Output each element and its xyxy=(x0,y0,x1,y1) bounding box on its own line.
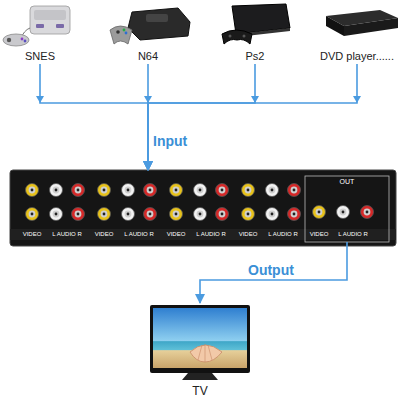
edge-label: Output xyxy=(248,263,294,278)
jack-label: VIDEO xyxy=(20,231,44,238)
tv-illustration xyxy=(150,305,250,380)
switch-box: VIDEO L AUDIO R VIDEO L AUDIO R VIDEO L AUDIO… xyxy=(10,170,396,246)
device-node: DVD player...... xyxy=(314,0,400,64)
jack-label: VIDEO xyxy=(164,231,188,238)
tv-node: TV xyxy=(148,303,252,400)
jack-label: L AUDIO R xyxy=(50,231,84,238)
jack-label: OUT xyxy=(305,178,389,186)
jack-label: L AUDIO R xyxy=(335,231,371,238)
tv-label: TV xyxy=(148,385,252,398)
connector-arrow xyxy=(147,64,149,170)
connector-arrow xyxy=(40,64,148,170)
device-node: Ps2 xyxy=(212,0,298,64)
device-label: SNES xyxy=(0,50,80,62)
jack-label: VIDEO xyxy=(307,231,331,238)
device-label: DVD player...... xyxy=(314,50,400,62)
bus-arrowheads xyxy=(36,96,361,103)
connector-arrow xyxy=(200,242,347,303)
output-section: OUT VIDEO L AUDIO R xyxy=(305,176,389,242)
connector-arrow xyxy=(148,64,357,170)
connector-arrow xyxy=(148,64,255,170)
flow-label: Input xyxy=(153,134,187,149)
jack-label: L AUDIO R xyxy=(122,231,156,238)
ps2-console xyxy=(222,4,290,44)
device-label: N64 xyxy=(105,50,191,62)
device-label: Ps2 xyxy=(212,50,298,62)
switch-panel xyxy=(10,170,396,246)
jack-label: L AUDIO R xyxy=(266,231,300,238)
device-node: SNES xyxy=(0,0,80,64)
dvd-player xyxy=(326,0,398,36)
jack-label: VIDEO xyxy=(92,231,116,238)
snes-console xyxy=(3,6,70,46)
device-node: N64 xyxy=(105,0,191,64)
jack-label: L AUDIO R xyxy=(194,231,228,238)
n64-console xyxy=(110,8,190,44)
jack-label: VIDEO xyxy=(236,231,260,238)
